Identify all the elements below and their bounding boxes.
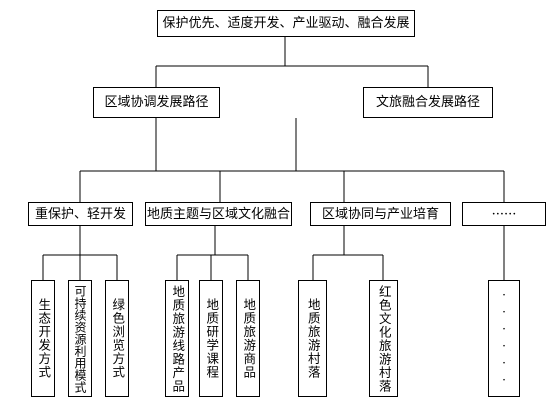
leaf-eco-dev-label: 生态开发方式 — [36, 298, 52, 379]
leaf-geo-village-label: 地质旅游村落 — [305, 298, 321, 379]
leaf-geo-goods-label: 地质旅游商品 — [241, 298, 257, 379]
category-more-label: ······ — [491, 206, 517, 222]
leaf-green-tour-box: 绿色浏览方式 — [105, 280, 129, 397]
leaf-more-label: ······ — [497, 287, 511, 390]
leaf-route-products-box: 地质旅游线路产品 — [165, 280, 189, 397]
culture-tourism-path-label: 文旅融合发展路径 — [375, 95, 480, 110]
category-protection-box: 重保护、轻开发 — [28, 202, 133, 226]
leaf-route-products-label: 地质旅游线路产品 — [170, 284, 186, 393]
category-geo-theme-label: 地质主题与区域文化融合 — [146, 206, 290, 222]
category-industry-box: 区域协同与产业培育 — [310, 202, 451, 226]
leaf-eco-dev-box: 生态开发方式 — [31, 280, 55, 397]
culture-tourism-path-box: 文旅融合发展路径 — [363, 87, 493, 118]
category-more-box: ······ — [462, 202, 546, 226]
leaf-sustainable-label: 可持续资源利用模式 — [73, 284, 87, 393]
regional-path-box: 区域协调发展路径 — [93, 87, 220, 118]
category-industry-label: 区域协同与产业培育 — [321, 206, 439, 222]
leaf-green-tour-label: 绿色浏览方式 — [110, 298, 126, 379]
leaf-study-course-box: 地质研学课程 — [199, 280, 223, 397]
leaf-geo-goods-box: 地质旅游商品 — [236, 280, 260, 397]
leaf-sustainable-box: 可持续资源利用模式 — [68, 280, 92, 397]
leaf-red-village-box: 红色文化旅游村落 — [369, 280, 398, 397]
root-principle-label: 保护优先、适度开发、产业驱动、融合发展 — [162, 16, 410, 31]
leaf-geo-village-box: 地质旅游村落 — [298, 280, 327, 397]
regional-path-label: 区域协调发展路径 — [104, 95, 209, 110]
category-geo-theme-box: 地质主题与区域文化融合 — [145, 202, 292, 226]
leaf-study-course-label: 地质研学课程 — [204, 298, 220, 379]
category-protection-label: 重保护、轻开发 — [34, 206, 126, 222]
leaf-more-box: ······ — [488, 280, 520, 397]
leaf-red-village-label: 红色文化旅游村落 — [376, 284, 392, 393]
root-principle-box: 保护优先、适度开发、产业驱动、融合发展 — [157, 10, 415, 37]
